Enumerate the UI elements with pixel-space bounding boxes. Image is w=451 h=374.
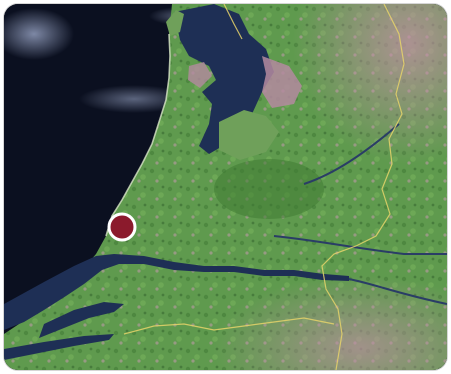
- polder-north: [262, 56, 302, 108]
- polder-west: [188, 62, 212, 88]
- border-lines: [123, 4, 405, 370]
- island-north: [166, 10, 184, 36]
- coastline: [105, 33, 171, 237]
- rivers: [273, 123, 447, 305]
- polder-south: [219, 110, 279, 160]
- forest-area: [214, 159, 324, 219]
- satellite-map-canvas[interactable]: [4, 4, 447, 370]
- farmland-tone-south: [154, 224, 447, 370]
- location-marker[interactable]: [107, 212, 137, 242]
- location-dot-icon[interactable]: [107, 212, 137, 242]
- cloud-layer: [4, 7, 209, 113]
- delta-channel-2: [39, 302, 124, 338]
- satellite-map[interactable]: [4, 4, 447, 370]
- delta-water: [4, 254, 349, 330]
- delta-channel-3: [4, 334, 114, 360]
